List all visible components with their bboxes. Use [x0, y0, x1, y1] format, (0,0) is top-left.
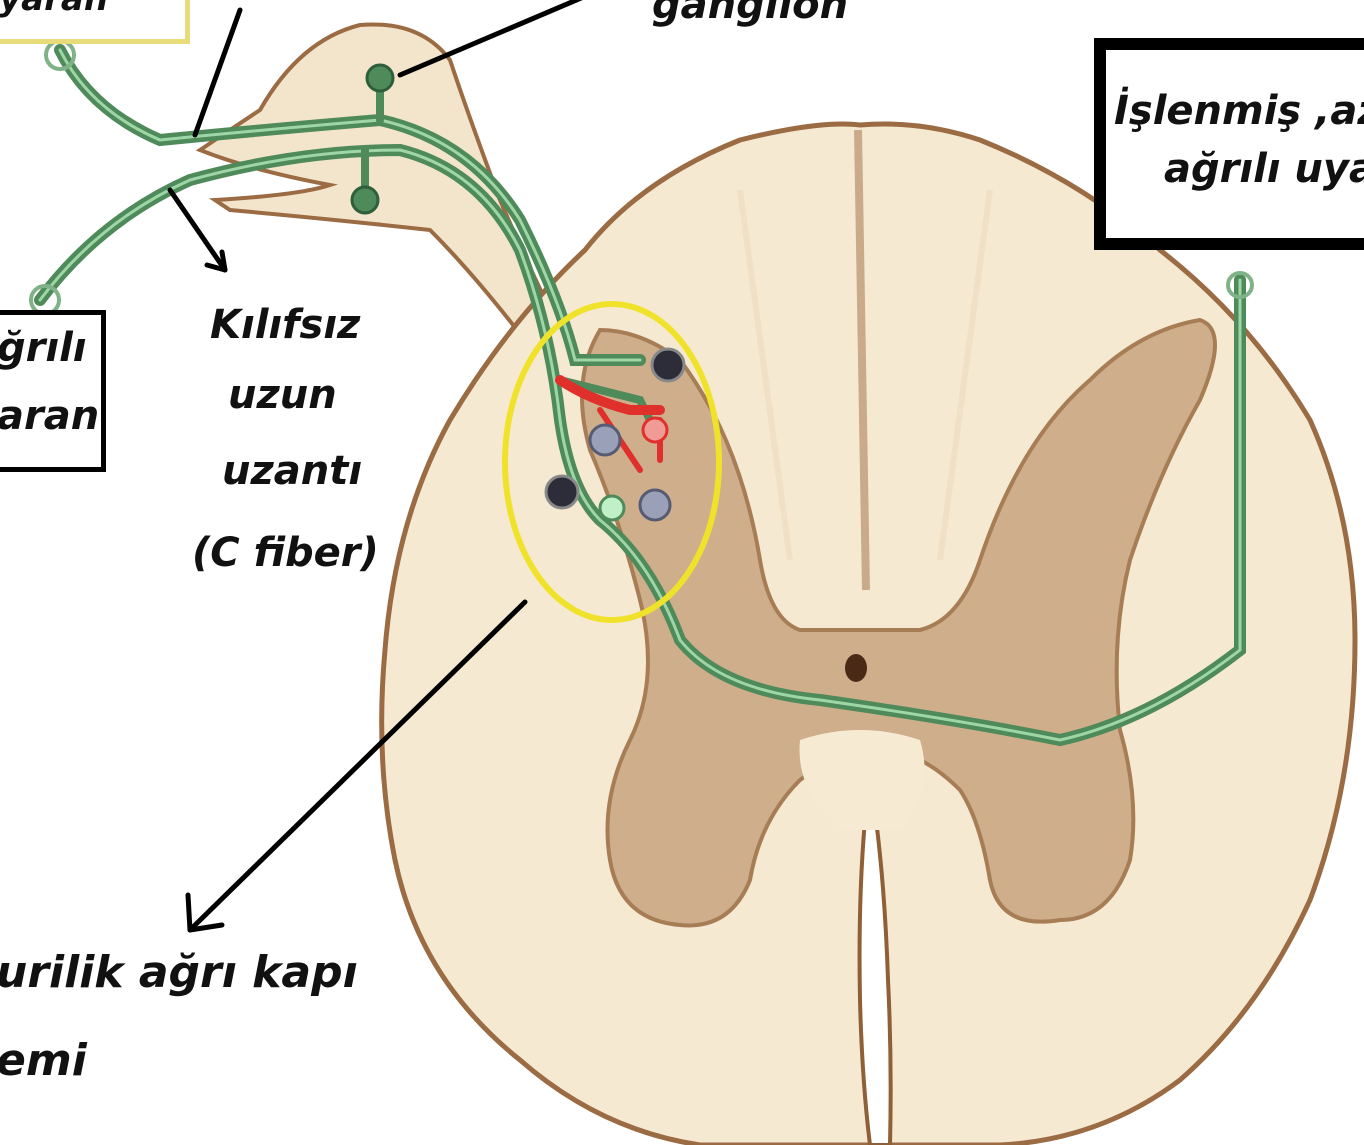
synapse-neuron-red	[643, 418, 667, 442]
processed-pain-line2: ağrılı uya	[1164, 146, 1364, 192]
processed-pain-line1: İşlenmiş ,az	[1114, 88, 1364, 134]
synapse-neuron-grey-1	[590, 425, 620, 455]
c-fiber-label-line1: Kılıfsız	[210, 302, 360, 348]
ganglion-cell-upper	[367, 65, 393, 91]
synapse-neuron-dark-top	[652, 349, 684, 381]
arrow-to-ganglion	[400, 0, 600, 75]
central-canal	[845, 654, 867, 682]
synapse-neuron-green	[600, 496, 624, 520]
pain-stimulus-line1: ğrılı	[0, 325, 87, 371]
c-fiber-label-line3: uzantı	[222, 448, 362, 494]
c-fiber-label-line4: (C fiber)	[192, 530, 385, 576]
gate-control-line1: urilik ağrı kapı	[0, 948, 358, 999]
gate-control-line2: emi	[0, 1036, 87, 1087]
c-fiber-label-line2: uzun	[228, 372, 337, 418]
receptor-label-box: yaran	[0, 0, 190, 44]
arrow-to-top-label	[195, 10, 240, 135]
ganglion-cell-lower	[352, 187, 378, 213]
synapse-neuron-dark-left	[546, 476, 578, 508]
pain-stimulus-line2: aran	[0, 393, 99, 439]
ganglion-label: ganglion	[652, 0, 848, 28]
synapse-neuron-grey-2	[640, 490, 670, 520]
pain-stimulus-box: ğrılı aran	[0, 310, 106, 472]
processed-pain-box: İşlenmiş ,az ağrılı uya	[1094, 38, 1364, 250]
receptor-label-text: yaran	[0, 0, 108, 19]
